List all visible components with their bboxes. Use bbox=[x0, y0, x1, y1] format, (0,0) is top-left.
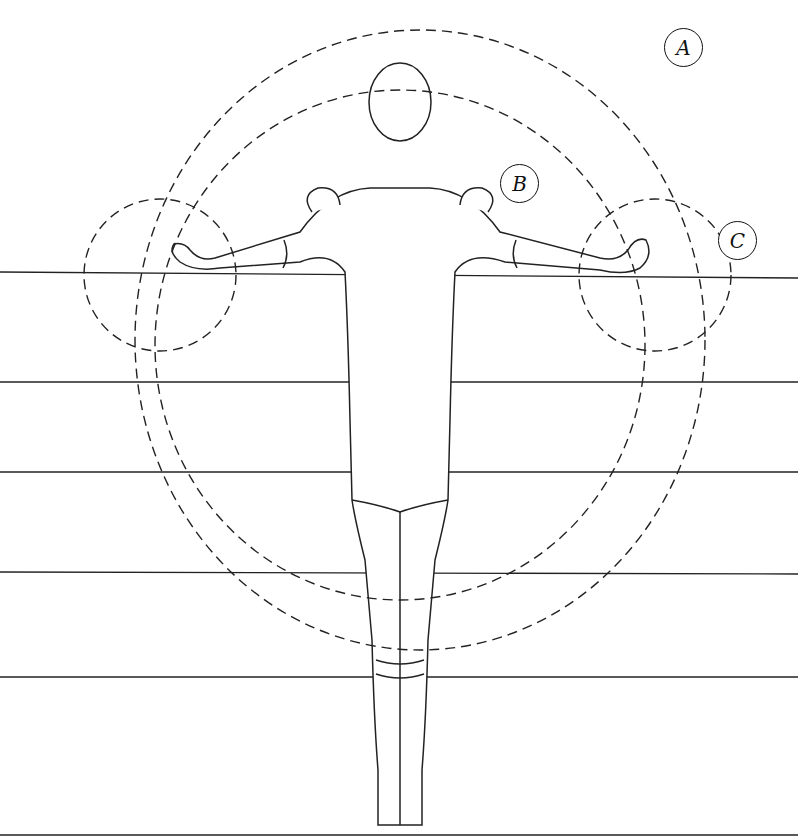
zone-label: B bbox=[512, 174, 527, 194]
circled-letter: A bbox=[664, 28, 703, 67]
reach-zones bbox=[84, 30, 731, 650]
human-figure bbox=[172, 63, 649, 825]
knee-band bbox=[376, 660, 424, 678]
zone-label: A bbox=[676, 38, 690, 58]
shoulder-pad bbox=[460, 188, 493, 212]
hip-line bbox=[352, 500, 448, 512]
shoulder-pad bbox=[307, 188, 340, 212]
leg-divide bbox=[399, 512, 401, 825]
reach-zone-c bbox=[84, 199, 236, 351]
circled-letter: B bbox=[500, 164, 539, 203]
reach-zone-c bbox=[579, 199, 731, 351]
head bbox=[369, 63, 431, 141]
reference-line bbox=[0, 834, 798, 835]
reach-zone-b bbox=[155, 90, 645, 600]
elbow-line bbox=[283, 240, 517, 268]
reach-zone-a bbox=[135, 30, 705, 650]
circled-letter: C bbox=[718, 221, 757, 260]
body-outline bbox=[172, 188, 649, 825]
zone-label: C bbox=[730, 231, 745, 251]
